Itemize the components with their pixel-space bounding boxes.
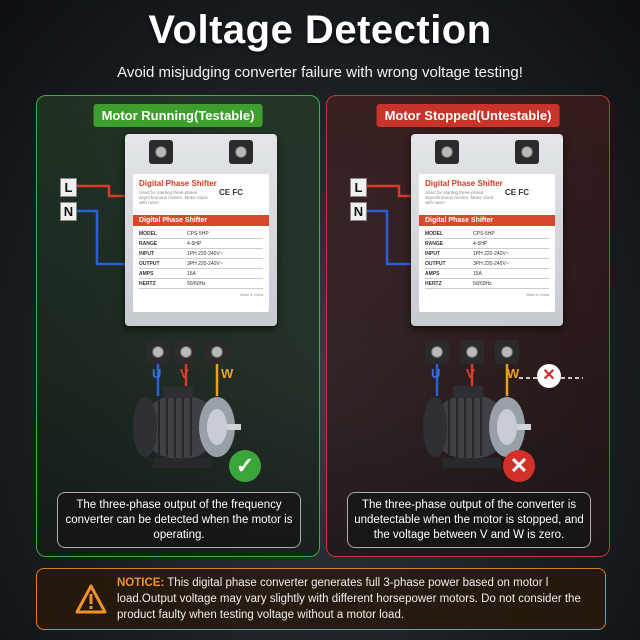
made-in-label: Made in China: [526, 293, 549, 297]
device-label-subtitle: Used for starting three-phase asynchrono…: [139, 190, 208, 205]
cert-mark: CE FC: [219, 188, 243, 197]
notice-text: This digital phase converter generates f…: [117, 577, 581, 621]
input-terminal: [435, 140, 459, 164]
v-label: V: [180, 366, 189, 381]
device-label: Digital Phase Shifter Used for starting …: [133, 174, 269, 312]
device-label-title: Digital Phase Shifter: [425, 179, 503, 188]
l-terminal-label: L: [60, 178, 77, 197]
page-title: Voltage Detection: [148, 8, 492, 52]
device-label-subtitle: Used for starting three-phase asynchrono…: [425, 190, 494, 205]
cross-icon: ✕: [537, 364, 561, 388]
n-terminal-label: N: [60, 202, 77, 221]
output-terminal-w: [205, 340, 229, 364]
v-label: V: [466, 366, 475, 381]
device-label-band: Digital Phase Shifter: [419, 215, 555, 226]
output-terminal-u: [425, 340, 449, 364]
input-terminal: [229, 140, 253, 164]
device-label: Digital Phase Shifter Used for starting …: [419, 174, 555, 312]
device-label-band: Digital Phase Shifter: [133, 215, 269, 226]
notice-label: NOTICE:: [117, 577, 165, 589]
panel-tag-stopped: Motor Stopped(Untestable): [376, 104, 560, 127]
output-terminal-w: [495, 340, 519, 364]
caption-running: The three-phase output of the frequency …: [57, 492, 301, 548]
input-terminal: [515, 140, 539, 164]
u-label: U: [431, 366, 441, 381]
motor-image: [133, 386, 241, 468]
input-terminal: [149, 140, 173, 164]
notice-text-block: NOTICE: This digital phase converter gen…: [117, 575, 601, 623]
made-in-label: Made in China: [240, 293, 263, 297]
output-terminal-v: [174, 340, 198, 364]
wiring-diagram: [75, 184, 219, 396]
u-label: U: [152, 366, 162, 381]
phase-shifter-device: Digital Phase Shifter Used for starting …: [411, 134, 563, 326]
panel-motor-stopped: Motor Stopped(Untestable) L N Digital Ph…: [326, 95, 610, 557]
phase-shifter-device: Digital Phase Shifter Used for starting …: [125, 134, 277, 326]
panel-motor-running: Motor Running(Testable) L N Digital Phas…: [36, 95, 320, 557]
page-subtitle: Avoid misjudging converter failure with …: [117, 64, 523, 81]
n-terminal-label: N: [350, 202, 367, 221]
notice-box: NOTICE: This digital phase converter gen…: [36, 568, 606, 630]
w-label: W: [507, 366, 520, 381]
output-terminal-u: [146, 340, 170, 364]
w-label: W: [221, 366, 234, 381]
l-terminal-label: L: [350, 178, 367, 197]
cross-icon: ✕: [503, 450, 535, 482]
panel-tag-running: Motor Running(Testable): [93, 104, 263, 127]
warning-icon: [75, 584, 107, 614]
output-terminal-v: [460, 340, 484, 364]
check-icon: ✓: [229, 450, 261, 482]
motor-image: [423, 386, 531, 468]
cert-mark: CE FC: [505, 188, 529, 197]
device-label-title: Digital Phase Shifter: [139, 179, 217, 188]
caption-stopped: The three-phase output of the converter …: [347, 492, 591, 548]
